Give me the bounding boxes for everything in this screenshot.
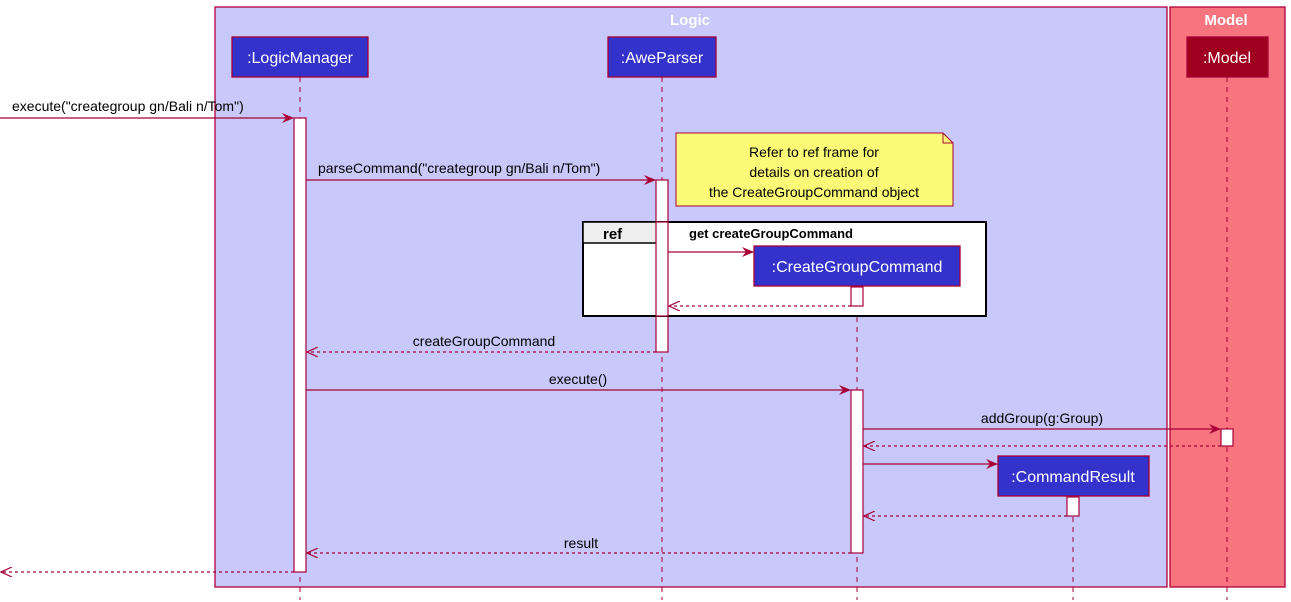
- activation-command-result: [1066, 496, 1080, 517]
- activation-awe-parser-over-ref: [655, 221, 669, 317]
- participant-command-result: :CommandResult: [997, 455, 1150, 497]
- logic-box-title: Logic: [670, 12, 710, 29]
- participant-awe-parser-label: :AweParser: [621, 50, 704, 67]
- participant-model: :Model: [1186, 36, 1269, 78]
- participant-logic-manager: :LogicManager: [231, 36, 369, 78]
- participant-awe-parser: :AweParser: [607, 36, 717, 78]
- ref-frame-title: get createGroupCommand: [689, 226, 853, 241]
- model-box-title: Model: [1204, 12, 1247, 29]
- message-parse-command-label: parseCommand("creategroup gn/Bali n/Tom"…: [318, 160, 600, 176]
- participant-model-label: :Model: [1203, 50, 1251, 67]
- activation-logic-manager: [293, 117, 307, 573]
- message-result-label: result: [564, 535, 598, 551]
- message-execute-call-label: execute("creategroup gn/Bali n/Tom"): [12, 98, 244, 114]
- participant-command-result-label: :CommandResult: [1011, 469, 1135, 486]
- message-add-group-label: addGroup(g:Group): [981, 410, 1103, 426]
- note-line-1: Refer to ref frame for: [749, 144, 879, 160]
- note: Refer to ref frame for details on creati…: [675, 132, 954, 207]
- note-line-2: details on creation of: [749, 164, 878, 180]
- message-execute-label: execute(): [549, 371, 607, 387]
- participant-create-group-command: :CreateGroupCommand: [753, 245, 961, 287]
- activation-model: [1220, 428, 1234, 447]
- participant-logic-manager-label: :LogicManager: [247, 50, 354, 67]
- participant-create-group-command-label: :CreateGroupCommand: [772, 259, 943, 276]
- activation-create-group-command: [850, 389, 864, 554]
- messages: [0, 113, 1221, 572]
- activation-create-group-command-over-ref: [850, 286, 864, 307]
- message-parse-return-label: createGroupCommand: [413, 333, 555, 349]
- ref-frame-keyword: ref: [603, 226, 623, 243]
- note-line-3: the CreateGroupCommand object: [709, 184, 919, 200]
